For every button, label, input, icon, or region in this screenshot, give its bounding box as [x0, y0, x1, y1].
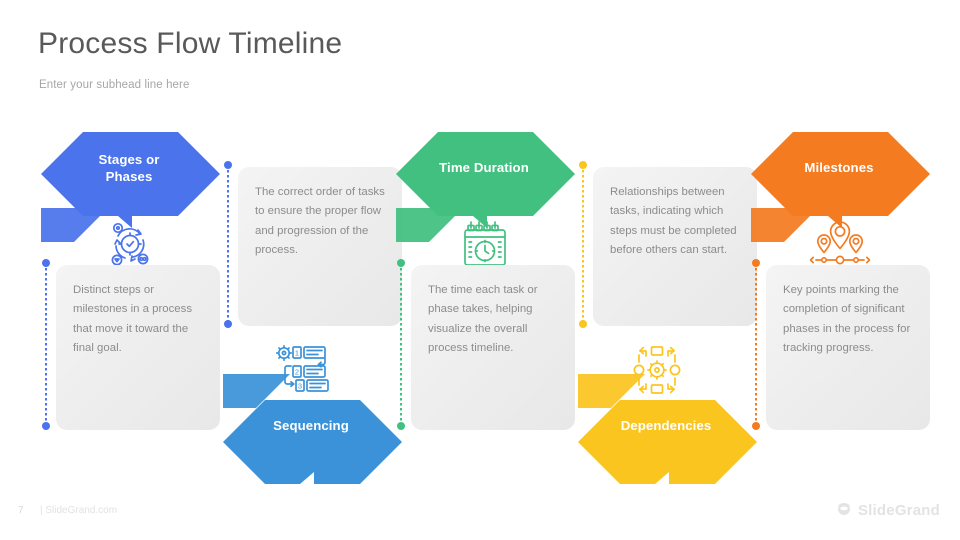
card-text: Key points marking the completion of sig…	[783, 284, 911, 355]
arrow-label-line1: Sequencing	[273, 418, 349, 433]
brand-name: SlideGrand	[857, 501, 940, 519]
arrow-stages-or-phases[interactable]: Stages or Phases	[38, 132, 220, 266]
page-subhead: Enter your subhead line here	[39, 79, 190, 91]
connector-dot-bottom	[397, 422, 405, 430]
card-stages-or-phases: Distinct steps or milestones in a proces…	[56, 265, 220, 430]
connector-line	[45, 263, 47, 426]
stage-sequencing: The correct order of tasks to ensure the…	[220, 0, 402, 540]
gear-cycle-icon	[104, 218, 156, 270]
arrow-label-sequencing: Sequencing	[220, 417, 402, 434]
arrow-ribbon-tail	[41, 208, 108, 242]
arrow-label-line2: Phases	[105, 169, 153, 184]
svg-text:2: 2	[295, 368, 299, 377]
arrow-label-milestones: Milestones	[748, 159, 930, 176]
stacked-disc-logo-icon	[838, 503, 850, 516]
arrow-label-dependencies: Dependencies	[575, 417, 757, 434]
arrow-shape	[223, 400, 402, 484]
connector-milestones	[752, 259, 760, 430]
arrow-label-line1: Milestones	[804, 160, 874, 175]
connector-sequencing	[224, 161, 232, 328]
arrow-label-time-duration: Time Duration	[393, 159, 575, 176]
stage-time-duration: Time Duration	[393, 0, 575, 540]
connector-line	[227, 165, 229, 324]
arrow-ribbon-tail	[578, 374, 645, 408]
connector-line	[582, 165, 584, 324]
map-pin-markers-icon	[809, 218, 871, 268]
arrow-shape	[396, 132, 575, 228]
card-text: The correct order of tasks to ensure the…	[255, 186, 385, 257]
connector-time-duration	[397, 259, 405, 430]
arrow-ribbon-tail	[223, 374, 290, 408]
connector-dot-bottom	[224, 320, 232, 328]
arrow-shape	[578, 400, 757, 484]
arrow-sequencing[interactable]: Sequencing 1 2	[220, 340, 402, 484]
arrow-milestones[interactable]: Milestones	[748, 132, 930, 265]
arrow-label-line1: Dependencies	[620, 418, 712, 433]
connector-dot-bottom	[579, 320, 587, 328]
svg-text:3: 3	[298, 382, 302, 391]
footer-site-label: | SlideGrand.com	[40, 505, 118, 516]
stage-stages-or-phases: Stages or Phases	[38, 0, 220, 540]
arrow-ribbon-tail	[396, 208, 463, 242]
connector-dependencies	[579, 161, 587, 328]
connector-dot-bottom	[752, 422, 760, 430]
arrow-label-line1: Stages or	[98, 152, 160, 167]
card-sequencing: The correct order of tasks to ensure the…	[238, 167, 402, 326]
connector-line	[400, 263, 402, 426]
connector-line	[755, 263, 757, 426]
arrow-ribbon-tail	[751, 208, 818, 242]
arrow-label-stages-or-phases: Stages or Phases	[38, 151, 220, 185]
card-text: Distinct steps or milestones in a proces…	[73, 284, 193, 355]
arrow-dependencies[interactable]: Dependencies	[575, 340, 757, 484]
card-dependencies: Relationships between tasks, indicating …	[593, 167, 757, 326]
brand-logo: SlideGrand	[835, 501, 940, 519]
arrow-shape	[751, 132, 930, 228]
card-milestones: Key points marking the completion of sig…	[766, 265, 930, 430]
connector-dot-bottom	[42, 422, 50, 430]
card-text: The time each task or phase takes, helpi…	[428, 284, 538, 355]
card-time-duration: The time each task or phase takes, helpi…	[411, 265, 575, 430]
arrow-shape	[41, 132, 220, 228]
ordered-list-gear-icon: 1 2 3	[274, 344, 329, 396]
card-text: Relationships between tasks, indicating …	[610, 186, 737, 257]
page-number: 7	[18, 505, 24, 516]
stage-dependencies: Relationships between tasks, indicating …	[575, 0, 757, 540]
calendar-clock-icon	[459, 218, 511, 270]
svg-text:1: 1	[295, 349, 299, 358]
page-title: Process Flow Timeline	[38, 27, 343, 60]
arrow-label-line1: Time Duration	[439, 160, 529, 175]
connector-stages-or-phases	[42, 259, 50, 430]
arrow-time-duration[interactable]: Time Duration	[393, 132, 575, 266]
stage-milestones: Milestones	[748, 0, 930, 540]
gear-network-icon	[631, 344, 683, 396]
